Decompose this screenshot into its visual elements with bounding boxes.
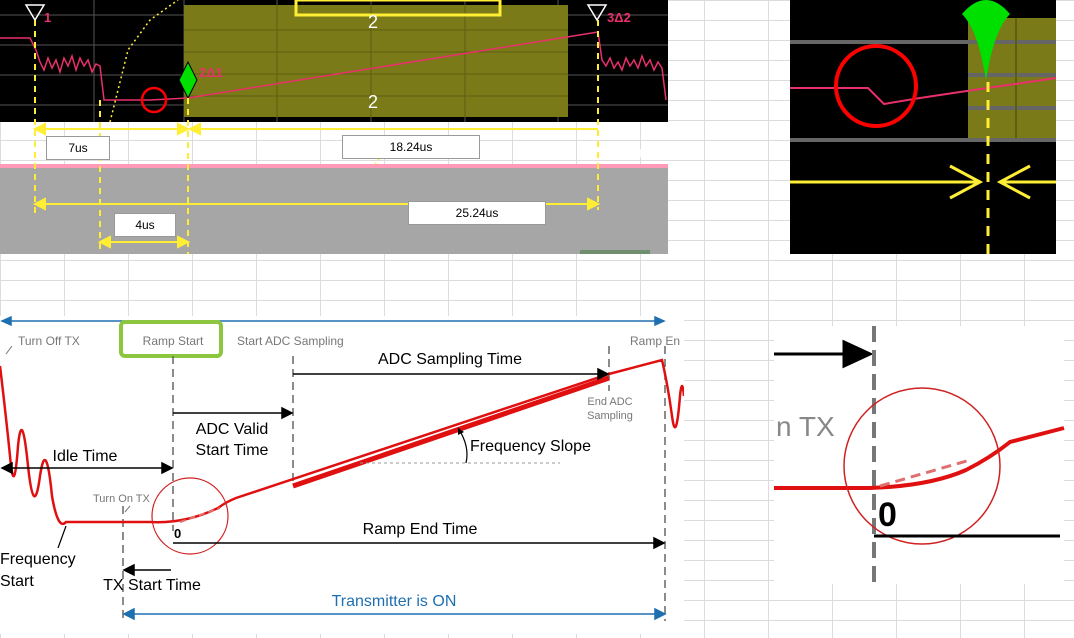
- chirp-timing-diagram: Ramp Start Turn Off TX Start ADC Samplin…: [0, 316, 684, 634]
- label-ramp-end: Ramp En: [630, 334, 680, 348]
- marker-1-icon: [24, 4, 46, 22]
- label-start-adc-sampling: Start ADC Sampling: [237, 334, 344, 348]
- scope-signal-trace: [0, 31, 667, 101]
- measure-7us: 7us: [46, 136, 110, 160]
- ramp-start-highlight: [119, 320, 223, 358]
- label-ramp-start: Ramp Start: [143, 334, 204, 348]
- label-tx-start-time: TX Start Time: [103, 577, 201, 594]
- scope-dashed-guides: [34, 20, 599, 254]
- chirp-ramp-waveform: [0, 358, 684, 525]
- label-transmitter-on: Transmitter is ON: [332, 593, 457, 610]
- measure-25us: 25.24us: [408, 201, 546, 225]
- left-status-tail: ec: [108, 144, 122, 159]
- label-zero: 0: [174, 526, 181, 541]
- ramp-start-circle: [151, 477, 229, 555]
- measure-18us: 18.24us: [342, 135, 480, 159]
- label-frequency-start-2: Start: [0, 573, 34, 590]
- measure-4us: 4us: [114, 213, 176, 237]
- left-status: Del: [22, 144, 42, 159]
- oscilloscope-capture: 1 2Δ1 3Δ2 2 2 Del ec Slop 49.935 Trig Lv…: [0, 0, 668, 254]
- label-ramp-end-time: Ramp End Time: [363, 521, 478, 538]
- label-frequency-slope: Frequency Slope: [470, 438, 591, 455]
- region-label-top: 2: [368, 12, 378, 32]
- adc-sampling-segment: [292, 375, 610, 489]
- region-box-outline: [294, 0, 502, 17]
- label-frequency-start-1: Frequency: [0, 551, 76, 568]
- highlight-circle: [140, 86, 168, 114]
- marker-1-label: 1: [44, 10, 51, 25]
- marker-3-icon: [586, 4, 608, 22]
- marker-3-label: 3Δ2: [607, 10, 631, 25]
- label-adc-sampling-time: ADC Sampling Time: [378, 351, 522, 368]
- label-end-adc-2: Sampling: [587, 410, 633, 422]
- marker-2-label: 2Δ1: [199, 65, 223, 80]
- right-status-slope: Slop 49.935: [597, 124, 666, 139]
- label-adc-valid-1: ADC Valid: [196, 421, 269, 438]
- label-turn-off-tx: Turn Off TX: [18, 334, 80, 348]
- right-status-trig: Trig Lvl: [620, 144, 662, 159]
- label-end-adc-1: End ADC: [587, 396, 632, 408]
- region-label-mid: 2: [368, 92, 378, 112]
- selected-region: [184, 5, 568, 117]
- label-adc-valid-2: Start Time: [196, 442, 269, 459]
- scope-lower-panel: [0, 168, 668, 254]
- label-idle-time: Idle Time: [53, 448, 118, 465]
- label-turn-on-tx: Turn On TX: [93, 493, 151, 505]
